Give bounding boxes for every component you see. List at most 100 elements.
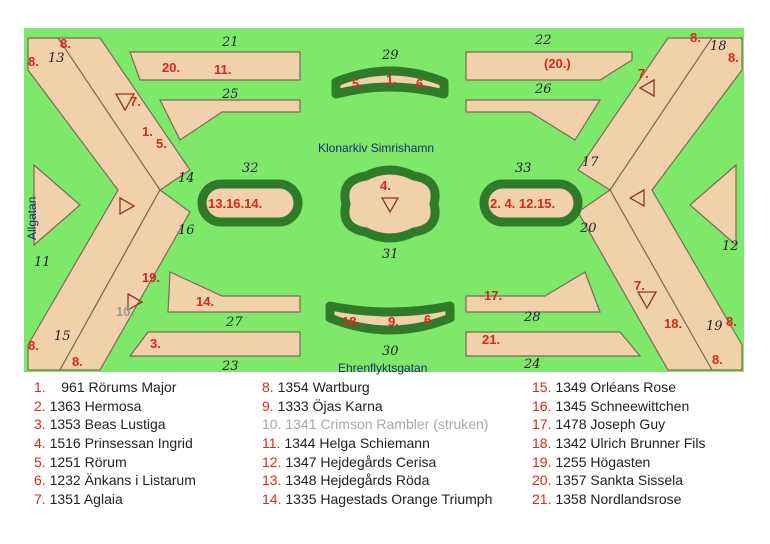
rose-marker: 7. <box>634 278 645 293</box>
rose-marker: 8. <box>60 36 71 51</box>
rose-marker: 14. <box>196 294 214 309</box>
legend-column-3: 15. 1349 Orléans Rose 16. 1345 Schneewit… <box>532 378 706 509</box>
legend-item: 21. 1358 Nordlandsrose <box>532 491 682 508</box>
hedge-bed-33 <box>479 179 583 227</box>
triangle-marker <box>638 78 655 98</box>
triangle-marker <box>380 197 400 214</box>
rose-marker: 7. <box>638 66 649 81</box>
legend-item: 1. 961 Rörums Major <box>34 379 177 395</box>
hedge-bed-31 <box>340 165 440 243</box>
legend-item: 3. 1353 Beas Lustiga <box>34 416 166 433</box>
legend-item: 5. 1251 Rörum <box>34 453 127 470</box>
bed-26 <box>465 99 602 141</box>
legend-item: 8. 1354 Wartburg <box>262 379 370 395</box>
rose-marker: 13.16.14. <box>208 196 262 211</box>
bed-25 <box>159 99 301 141</box>
bed-number: 32 <box>242 161 259 176</box>
hedge-bed-29 <box>331 66 449 99</box>
garden-map: 21 22 25 26 29 32 33 31 27 28 23 24 30 1… <box>24 28 744 375</box>
bed-number: 31 <box>382 247 399 262</box>
rose-marker: 4. <box>380 178 391 193</box>
rose-marker: (20.) <box>544 56 571 71</box>
bed-number: 30 <box>382 344 399 359</box>
bed-number: 15 <box>54 329 71 344</box>
bed-left-inner-lower <box>58 189 191 371</box>
bed-21 <box>129 51 301 81</box>
rose-marker: 8. <box>28 338 39 353</box>
bed-number: 18 <box>710 39 727 54</box>
legend-item: 6. 1232 Änkans i Listarum <box>34 472 196 489</box>
bed-number: 12 <box>722 239 739 254</box>
legend-item: 17. 1478 Joseph Guy <box>532 416 666 433</box>
legend-item: 11. 1344 Helga Schiemann <box>262 435 430 452</box>
hedge-bed-32 <box>197 179 303 227</box>
legend-item: 14. 1335 Hagestads Orange Triumph <box>262 491 493 508</box>
rose-marker: 19. <box>142 270 160 285</box>
bed-number: 28 <box>523 310 541 325</box>
legend-item: 13. 1348 Hejdegårds Röda <box>262 472 430 489</box>
rose-marker: 18. <box>664 316 682 331</box>
legend-item-struck: 10. 1341 Crimson Rambler (struken) <box>262 416 489 433</box>
bed-number: 14 <box>178 171 195 186</box>
bed-23 <box>128 331 301 357</box>
legend-item: 20. 1357 Sankta Sissela <box>532 472 683 489</box>
legend-item: 4. 1516 Prinsessan Ingrid <box>34 435 193 452</box>
rose-marker: 8. <box>726 314 737 329</box>
bed-right-inner-upper <box>577 37 714 191</box>
bed-number: 13 <box>48 51 65 66</box>
legend-item: 15. 1349 Orléans Rose <box>532 379 676 395</box>
rose-marker: 8. <box>72 354 83 369</box>
triangle-marker <box>114 93 136 112</box>
rose-marker: 2. 4. 12.15. <box>490 196 555 211</box>
bed-12 <box>689 163 737 247</box>
legend-item: 18. 1342 Ulrich Brunner Fils <box>532 435 706 452</box>
bed-number: 11 <box>34 255 51 270</box>
rose-marker: 8. <box>690 30 701 45</box>
bed-number: 17 <box>582 155 599 170</box>
rose-marker: 8. <box>28 54 39 69</box>
bed-number: 26 <box>534 82 552 97</box>
legend-item: 19. 1255 Högasten <box>532 453 651 470</box>
bed-number: 29 <box>381 48 399 63</box>
bed-11 <box>33 163 81 247</box>
bed-number: 24 <box>523 357 541 372</box>
legend-item: 2. 1363 Hermosa <box>34 397 142 414</box>
rose-marker: 6 <box>424 312 431 327</box>
rose-marker: 11. <box>214 62 231 77</box>
rose-marker: 20. <box>162 60 180 75</box>
rose-marker: 8. <box>712 352 723 367</box>
legend-item: 7. 1351 Aglaia <box>34 491 123 508</box>
bed-27 <box>167 271 301 313</box>
rose-marker: 6. <box>416 76 427 91</box>
legend-column-1: 1. 961 Rörums Major 2. 1363 Hermosa 3. 1… <box>34 378 196 509</box>
bed-number: 23 <box>221 359 239 374</box>
rose-marker-struck: 10. <box>116 304 134 319</box>
triangle-marker <box>119 196 136 216</box>
rose-markers: 8. 8. 20. 11. (20.) 8. 8. 5. 1. 6. 7. 7.… <box>28 30 739 369</box>
bed-right-inner-lower <box>577 189 714 371</box>
bed-number: 19 <box>706 319 723 334</box>
bed-number: 27 <box>225 315 243 330</box>
bed-number: 20 <box>579 221 597 236</box>
bed-22 <box>465 51 633 81</box>
legend: 1. 961 Rörums Major 2. 1363 Hermosa 3. 1… <box>0 378 770 538</box>
bed-number-labels: 21 22 25 26 29 32 33 31 27 28 23 24 30 1… <box>34 33 739 374</box>
rose-marker: 21. <box>482 332 500 347</box>
rose-marker: 3. <box>150 336 161 351</box>
bed-number: 22 <box>534 33 552 48</box>
legend-column-2: 8. 1354 Wartburg 9. 1333 Öjas Karna 10. … <box>262 378 492 509</box>
rose-marker: 1. <box>142 124 153 139</box>
bed-24 <box>465 331 642 357</box>
triangle-marker <box>628 188 645 208</box>
rose-marker: 8. <box>728 50 739 65</box>
rose-marker: 18. <box>342 314 360 329</box>
bed-left-inner-upper <box>56 37 191 191</box>
rose-marker: 17. <box>484 288 502 303</box>
rose-marker: 7. <box>130 94 141 109</box>
rose-marker: 5. <box>156 136 167 151</box>
hedge-bed-30 <box>325 301 455 335</box>
street-ehrenflyktsgatan: Ehrenflyktsgatan <box>338 361 427 375</box>
triangle-marker <box>636 291 658 310</box>
rose-marker: 1. <box>386 72 397 87</box>
bed-number: 33 <box>515 161 532 176</box>
